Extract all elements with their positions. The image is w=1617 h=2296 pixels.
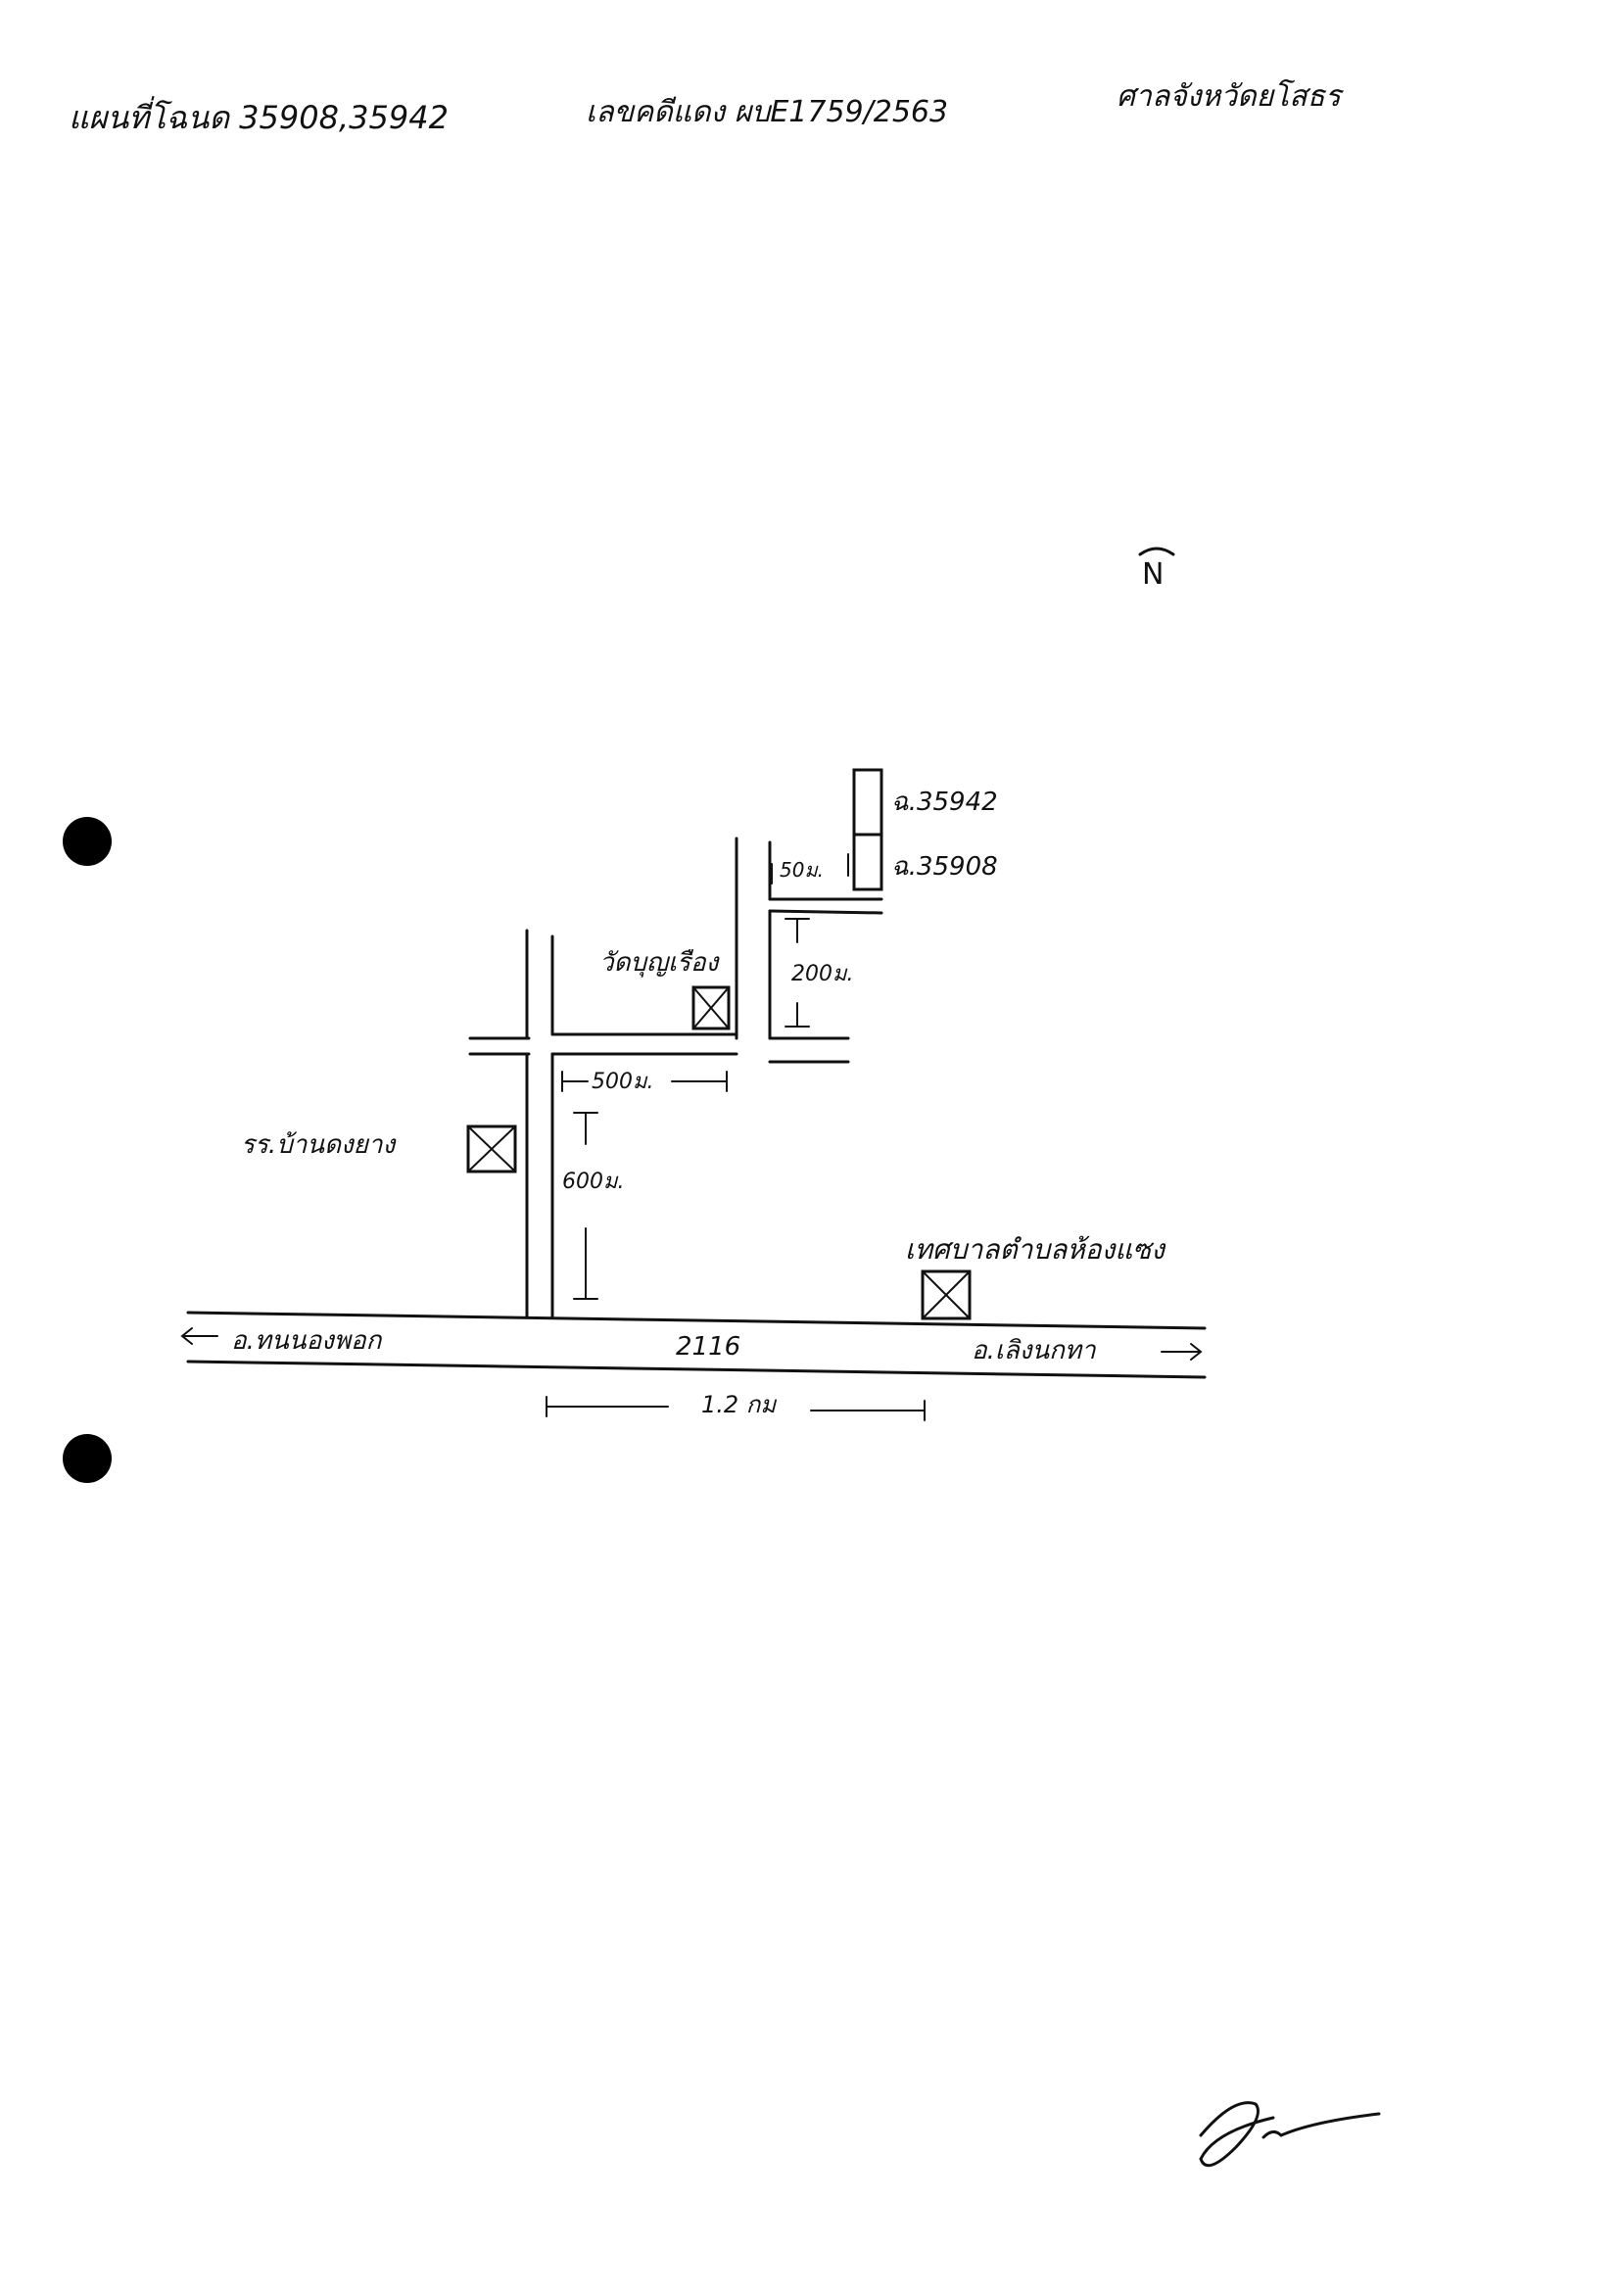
west-arrow-icon [180, 1327, 218, 1345]
hole-punch-top [63, 817, 112, 866]
main-road-top-edge [186, 1311, 1207, 1330]
road-west-label: อ.ทนนองพอก [231, 1326, 382, 1356]
plot-label-35908: ฉ.35908 [891, 852, 998, 882]
hole-punch-bottom [63, 1434, 112, 1483]
main-road-bottom-edge [186, 1360, 1207, 1379]
dim-600m-label: 600ม. [562, 1170, 625, 1194]
dim-500m-label: 500ม. [592, 1070, 654, 1094]
east-arrow-icon [1161, 1343, 1203, 1361]
plot-label-35942: ฉ.35942 [891, 788, 998, 817]
dim-600m-marks [573, 1112, 598, 1300]
case-number: เลขคดีแดง ผบE1759/2563 [586, 95, 949, 129]
signature [1199, 2101, 1381, 2168]
dim-1-2km-label: 1.2 กม [701, 1391, 777, 1418]
dim-200m-label: 200ม. [791, 962, 854, 986]
road-number-label: 2116 [676, 1332, 741, 1362]
plot-35908 [852, 833, 883, 891]
school-marker-icon [466, 1124, 517, 1173]
dim-200m-marks [785, 918, 810, 1028]
court-name: ศาลจังหวัดยโสธร [1117, 79, 1342, 114]
north-arrow-icon [1138, 547, 1175, 556]
dim-1-2km-marks [546, 1396, 926, 1421]
temple-marker-icon [691, 985, 731, 1030]
temple-label: วัดบุญเรือง [599, 948, 719, 978]
north-label: N [1142, 557, 1165, 592]
dim-50m-marks [771, 853, 849, 885]
map-title: แผนที่โฉนด 35908,35942 [69, 99, 449, 136]
plot-road-end-left [768, 909, 883, 915]
municipality-label: เทศบาลตำบลห้องแซง [905, 1233, 1165, 1266]
municipality-marker-icon [921, 1269, 972, 1320]
dim-500m-marks [561, 1071, 728, 1092]
school-label: รร.บ้านดงยาง [241, 1130, 396, 1160]
road-east-label: อ.เลิงนกทา [972, 1336, 1096, 1365]
dim-50m-label: 50ม. [780, 858, 824, 882]
plot-35942 [852, 768, 883, 837]
